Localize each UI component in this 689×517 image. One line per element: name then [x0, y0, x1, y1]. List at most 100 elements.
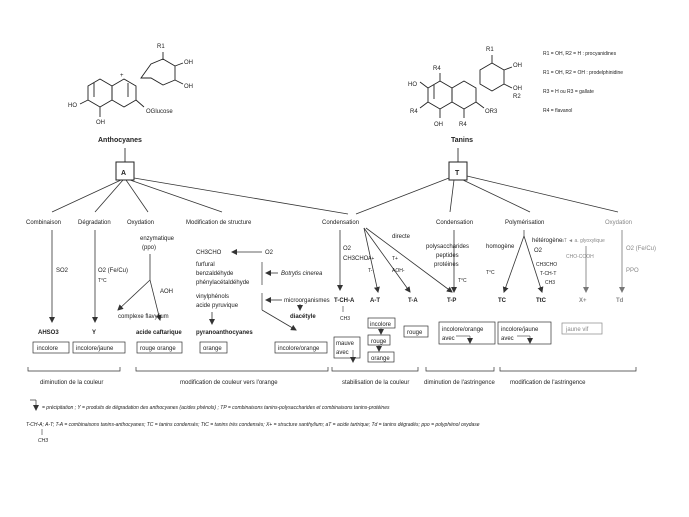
tan-r1: R1	[486, 47, 494, 53]
lbl-ppo-1: (ppo)	[142, 245, 156, 251]
tanins-legend-3: R3 = H ou R3 = gallate	[543, 89, 594, 95]
lbl-directe: directe	[392, 234, 411, 240]
lbl-complexe-flavylium: complexe flavylium	[118, 314, 169, 320]
lbl-botrytis: Botrytis cinerea	[281, 271, 323, 277]
node-a-box	[115, 161, 135, 181]
tan-or3: OR3	[485, 109, 498, 115]
box-incolore-jaune-1: incolore/jaune	[76, 346, 114, 352]
anthocyanes-structure	[79, 52, 184, 117]
lbl-aoh-1: AOH	[160, 289, 173, 295]
anthocyanes-title: Anthocyanes	[98, 137, 142, 144]
cat-oxydation-t: Oxydation	[605, 220, 632, 226]
a-branches	[51, 177, 349, 215]
prod-ta: T-A	[408, 298, 418, 304]
prod-y: Y	[92, 330, 96, 336]
lbl-heterogene: hétérogène	[532, 238, 563, 244]
lbl-cho-cooh: CHO-COOH	[566, 254, 594, 260]
node-t-box	[448, 161, 468, 181]
lbl-diacetyle: diacétyle	[290, 314, 316, 320]
anth-ho: HO	[68, 103, 77, 109]
lbl-ch3cho-3: CH3CHO	[536, 262, 557, 268]
tan-r4-left: R4	[410, 109, 418, 115]
lbl-ch3cho-1: CH3CHO	[196, 250, 222, 256]
tan-r2: R2	[513, 94, 521, 100]
lbl-tc-2: T°C	[458, 278, 467, 284]
effect-diminution-astringence: diminution de l'astringence	[424, 380, 496, 386]
tanins-structure	[419, 55, 513, 118]
lbl-o2-1: O2	[265, 250, 274, 256]
lbl-at-glyoxylique: aT ◄ a. glyoxylique	[561, 238, 605, 244]
box-incolore-1: incolore	[37, 346, 59, 352]
tan-oh3: OH	[434, 122, 443, 128]
footnote-3-ch3: CH3	[38, 438, 48, 444]
cat-degradation: Dégradation	[78, 220, 111, 226]
box-incolore-orange-1: incolore/orange	[278, 346, 320, 352]
node-t: T	[455, 170, 460, 177]
lbl-ch3-2: CH3	[340, 316, 350, 322]
lbl-tc-1: T°C	[98, 278, 107, 284]
tan-ho: HO	[408, 82, 417, 88]
anth-r1: R1	[157, 44, 165, 50]
tanins-legend-2: R1 = OH, R2 = OH : prodelphinidine	[543, 70, 623, 76]
box-orange-1: orange	[203, 346, 222, 352]
tan-r4-bottom: R4	[459, 122, 467, 128]
lbl-proteines: protéines	[434, 262, 459, 268]
anth-oh2: OH	[184, 84, 193, 90]
prod-xplus: X+	[579, 298, 587, 304]
box-avec-3: avec	[501, 336, 514, 342]
footnote-1: = précipitation ; Y = produits de dégrad…	[42, 405, 390, 411]
box-incolore-orange-2: incolore/orange	[442, 327, 484, 333]
tanins-title: Tanins	[451, 137, 473, 144]
tan-oh2: OH	[513, 86, 522, 92]
lbl-t-minus: T-	[368, 268, 373, 274]
lbl-peptides: peptides	[436, 253, 459, 259]
lbl-o2-fecu-2: O2 (Fe/Cu)	[626, 246, 656, 252]
lbl-microorganismes: microorganismes	[284, 298, 330, 304]
t-branches	[355, 175, 619, 215]
prod-tp: T-P	[447, 298, 456, 304]
node-a: A	[121, 170, 126, 177]
box-avec-1: avec	[336, 350, 349, 356]
prod-at: A-T	[370, 298, 380, 304]
tanins-legend-4: R4 = flavanol	[543, 108, 572, 114]
lbl-aoh-2: AOH-	[392, 268, 405, 274]
prod-tc: TC	[498, 298, 507, 304]
lbl-furfural: furfural	[196, 262, 215, 268]
prod-ahso3: AHSO3	[38, 330, 59, 336]
lbl-ch3cho-2: CH3CHO	[343, 256, 369, 262]
lbl-so2: SO2	[56, 268, 69, 274]
footnote-2: T-CH-A; A-T; T-A = combinaisons tanins-a…	[26, 422, 480, 428]
tan-oh1: OH	[513, 63, 522, 69]
anth-oglucose: OGlucose	[146, 109, 173, 115]
box-incolore-jaune-2: incolore/jaune	[501, 327, 539, 333]
box-jaune-vif: jaune vif	[565, 327, 589, 333]
lbl-tc-3: T°C	[486, 270, 495, 276]
effect-diminution-couleur: diminution de la couleur	[40, 380, 103, 386]
lbl-o2-fecu-1: O2 (Fe/Cu)	[98, 268, 128, 274]
prod-t-ch-a: T-CH-A	[334, 298, 355, 304]
lbl-ppo-2: PPO	[626, 268, 639, 274]
cat-condensation-2: Condensation	[436, 220, 473, 226]
lbl-a-plus: A+	[368, 256, 374, 262]
prod-acide-caftarique: acide caftarique	[136, 330, 182, 336]
box-incolore-2: incolore	[370, 322, 392, 328]
lbl-homogene: homogène	[486, 244, 515, 250]
prod-td: Td	[616, 298, 624, 304]
lbl-phenylacetaldehyde: phénylacétaldéhyde	[196, 280, 250, 286]
box-mauve: mauve	[336, 341, 355, 347]
effect-stabilisation: stabilisation de la couleur	[342, 380, 409, 386]
lbl-ch3-small: CH3	[545, 280, 555, 286]
cat-polymerisation: Polymérisation	[505, 220, 544, 226]
cat-modification: Modification de structure	[186, 220, 252, 226]
anth-oh3: OH	[96, 120, 105, 126]
tan-r4-top: R4	[433, 66, 441, 72]
lbl-o2-2: O2	[343, 246, 352, 252]
cat-combinaison: Combinaison	[26, 220, 61, 226]
lbl-polysaccharides: polysaccharides	[426, 244, 469, 250]
effect-brackets	[27, 367, 637, 372]
lbl-o2-3: O2	[534, 248, 543, 254]
lbl-enzymatique: enzymatique	[140, 236, 175, 242]
effect-modification-couleur: modification de couleur vers l'orange	[180, 380, 278, 386]
cat-condensation-1: Condensation	[322, 220, 359, 226]
